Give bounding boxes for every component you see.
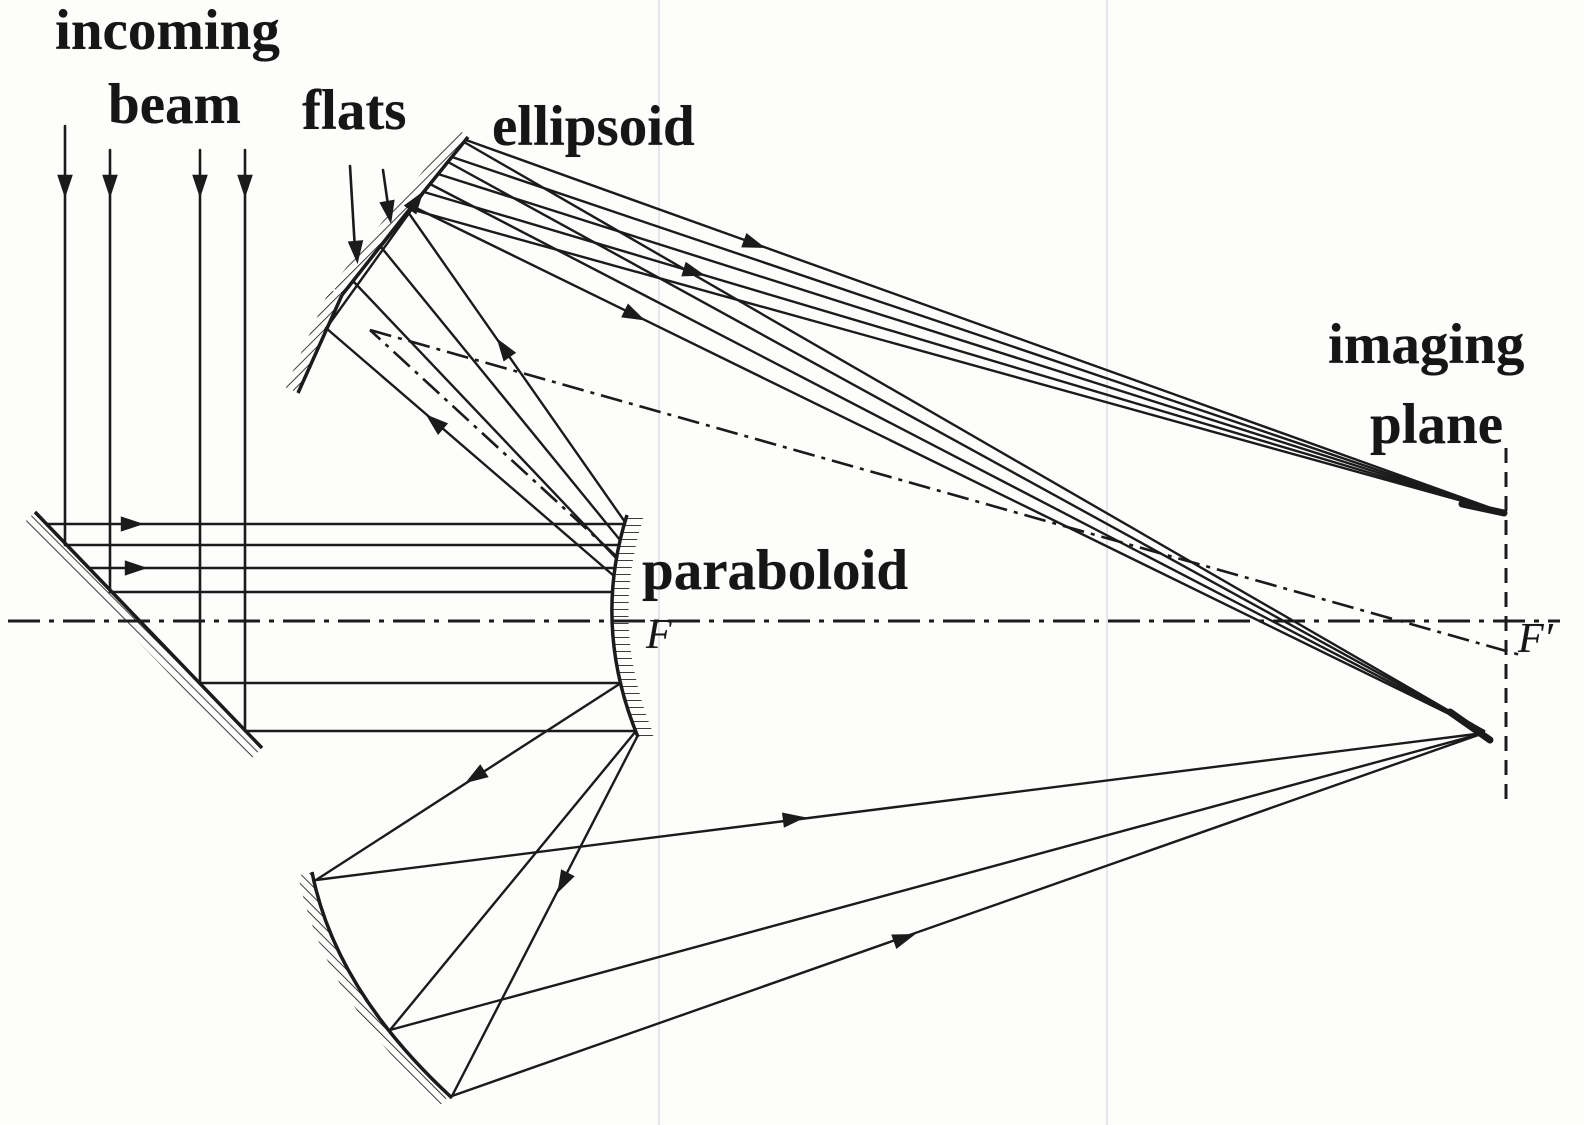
ellipsoid-mirror	[394, 128, 470, 217]
bottom-mirror-surface	[310, 871, 454, 1100]
incoming-beam-rays	[57, 124, 253, 733]
label-imaging: imaging	[1328, 313, 1525, 376]
bottom-mirror-to-image-rays	[314, 731, 1486, 1098]
scan-artifact-lines	[658, 0, 1108, 1125]
paraboloid-to-bottom-mirror-rays	[314, 681, 639, 1098]
label-focus-f-prime: F′	[1518, 616, 1553, 662]
fold-flat-surface	[33, 510, 264, 750]
flats-label-arrows	[348, 164, 398, 262]
bottom-fold-mirror	[298, 871, 454, 1106]
crossing-rays-to-lower-focus	[410, 140, 1486, 733]
paraboloid-to-flats-rays	[324, 210, 627, 578]
label-plane: plane	[1370, 393, 1504, 456]
imaging-plane-line	[1446, 448, 1508, 800]
chief-ray-dashdot	[369, 328, 1525, 658]
label-paraboloid: paraboloid	[642, 539, 909, 602]
paraboloid-mirror	[610, 513, 654, 741]
label-flats: flats	[302, 79, 407, 142]
ellipsoid-surface	[403, 135, 470, 217]
upper-focal-spot	[1458, 500, 1508, 517]
flat-2-surface	[296, 294, 344, 394]
label-focus-f: F	[646, 612, 672, 658]
paraboloid-surface	[610, 514, 640, 738]
label-beam: beam	[108, 73, 241, 136]
label-incoming: incoming	[55, 0, 280, 62]
label-ellipsoid: ellipsoid	[492, 95, 695, 158]
lower-focal-spot	[1446, 708, 1494, 744]
fold-flat-mirror	[23, 510, 264, 759]
horizontal-rays	[44, 516, 638, 733]
